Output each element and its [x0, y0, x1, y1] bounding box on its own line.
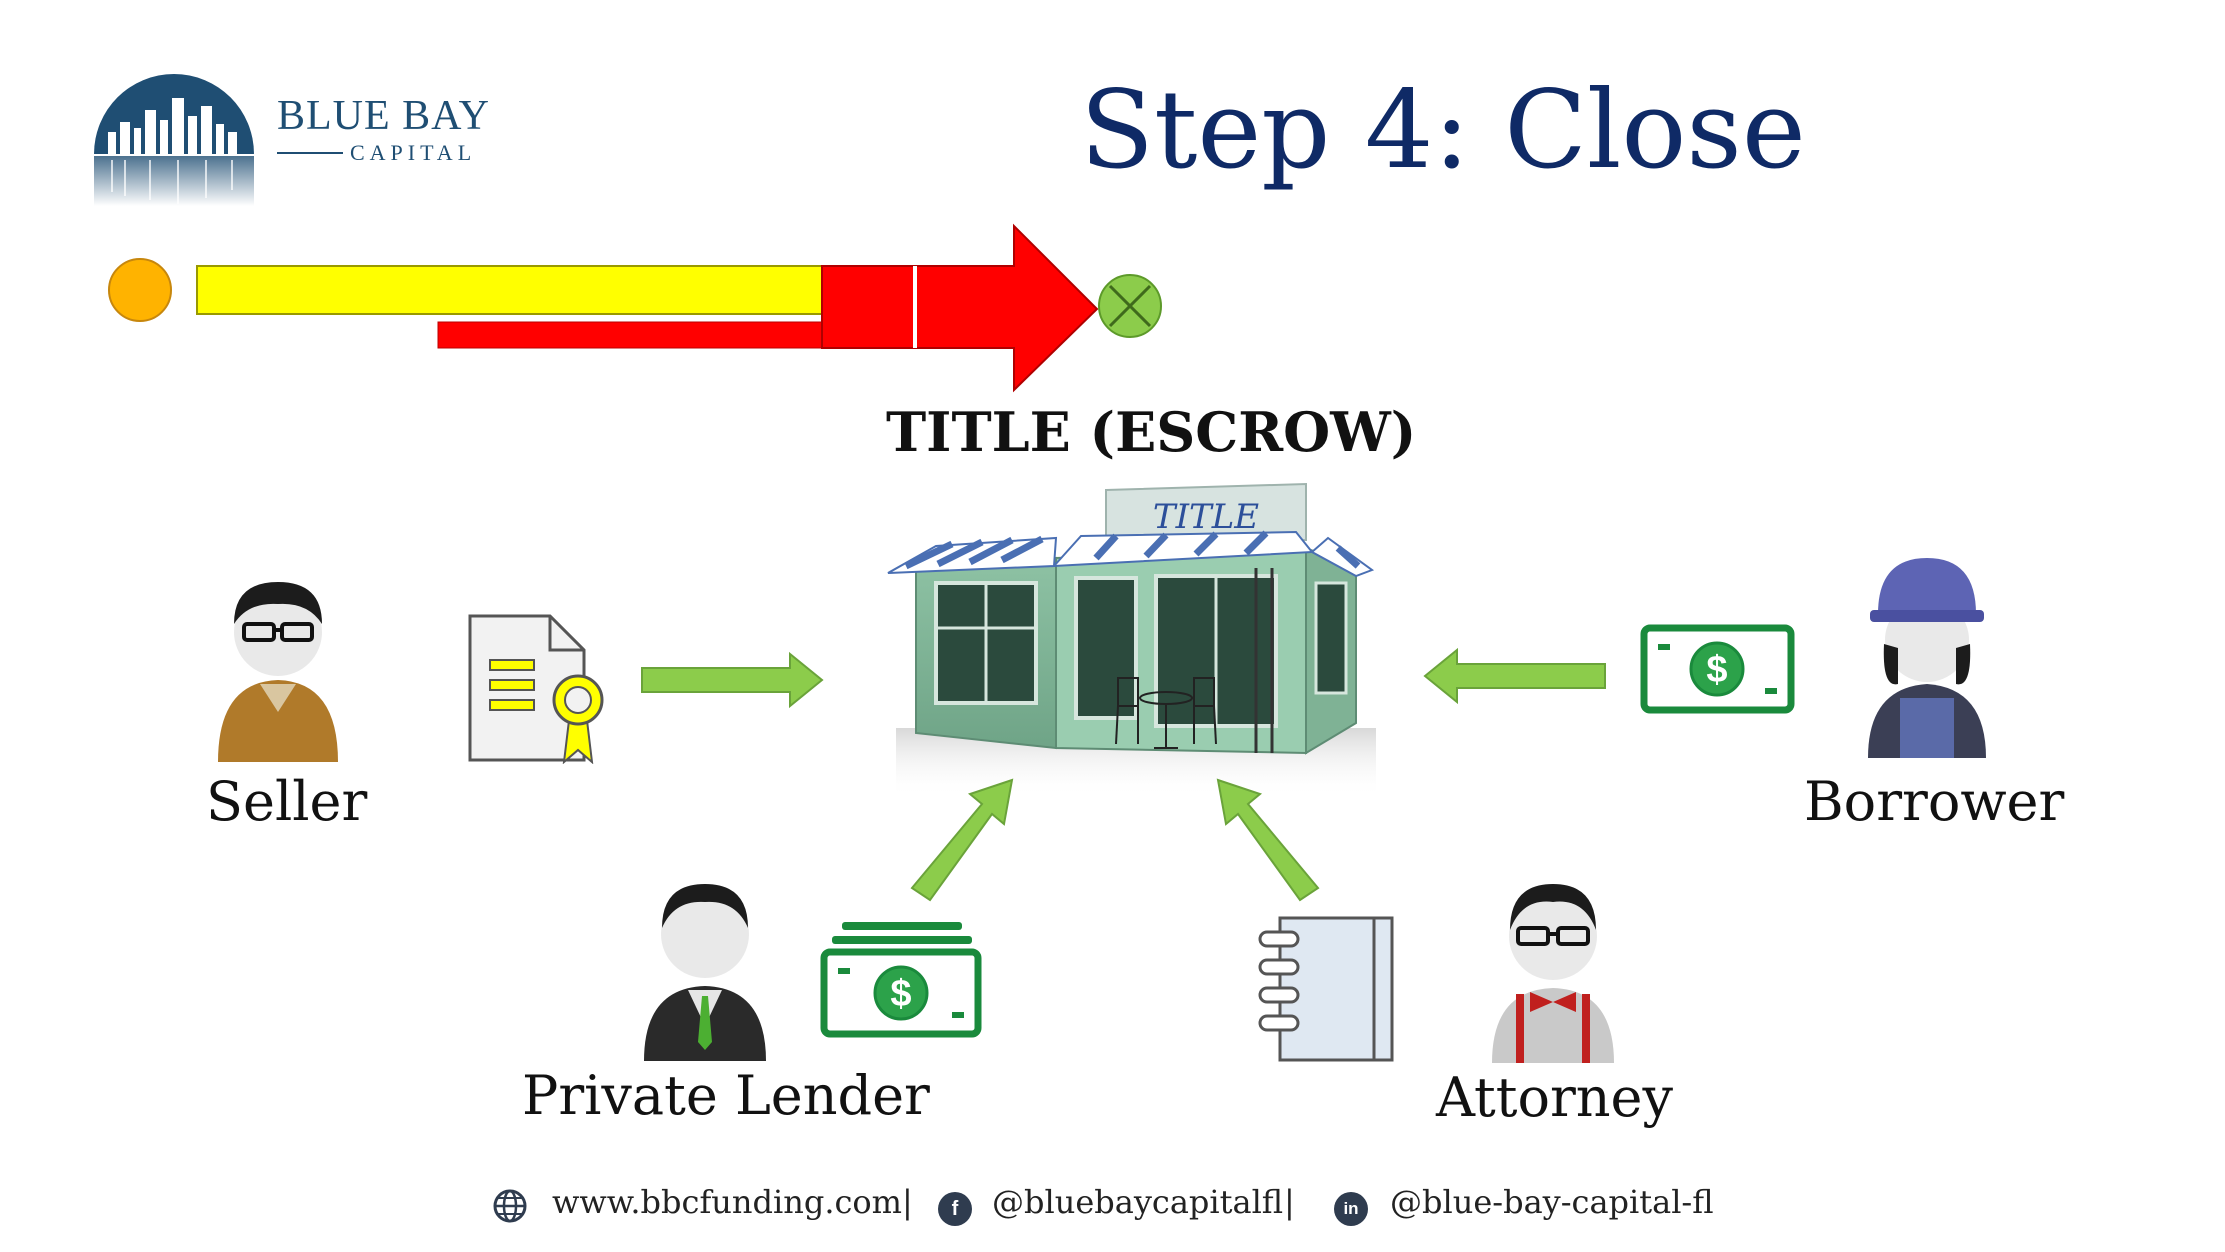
footer-separator: |: [902, 1183, 913, 1221]
center-title: TITLE (ESCROW): [886, 400, 1417, 464]
brand-logo: [92, 62, 256, 217]
facebook-icon[interactable]: f: [938, 1192, 972, 1226]
arrow-lender-to-title: [908, 776, 1028, 904]
progress-bar-yellow: [196, 265, 914, 315]
seller-person-icon: [218, 582, 338, 762]
page-title: Step 4: Close: [1080, 68, 1806, 193]
brand-tagline: CAPITAL: [350, 140, 477, 165]
progress-indicator: [100, 220, 1180, 400]
private-lender-label: Private Lender: [522, 1064, 930, 1127]
svg-text:$: $: [890, 973, 911, 1015]
website-link[interactable]: www.bbcfunding.com: [552, 1183, 903, 1221]
arrow-up-left-icon: [1216, 778, 1320, 902]
globe-icon: [492, 1188, 528, 1224]
seller-avatar: [208, 562, 348, 762]
progress-arrow-icon: [821, 223, 1099, 393]
cash-stack-icon: $: [820, 922, 982, 1038]
title-office-building: TITLE: [876, 478, 1396, 798]
borrower-label: Borrower: [1804, 770, 2065, 833]
facebook-handle-link[interactable]: @bluebaycapitalfl: [992, 1183, 1284, 1221]
arrow-attorney-to-title: [1202, 776, 1322, 904]
linkedin-handle-link[interactable]: @blue-bay-capital-fl: [1390, 1183, 1714, 1221]
private-lender-avatar: [640, 866, 770, 1061]
arrow-right-icon: [641, 651, 824, 709]
end-dot-icon: [1098, 274, 1162, 338]
start-dot-icon: [108, 258, 172, 322]
notebook-icon: [1258, 916, 1394, 1062]
borrower-avatar: [1862, 548, 1992, 758]
brand-divider: [277, 152, 343, 154]
arrow-left-icon: [1423, 647, 1606, 705]
arrow-up-right-icon: [910, 778, 1014, 902]
skyline-logo-icon: [94, 74, 254, 206]
attorney-label: Attorney: [1436, 1066, 1674, 1129]
deed-certificate: [466, 612, 612, 764]
footer-separator-2: |: [1284, 1183, 1295, 1221]
cash-bill-icon: $: [1640, 624, 1795, 714]
borrower-person-icon: [1868, 558, 1986, 758]
attorney-person-icon: [1492, 884, 1614, 1063]
borrower-funds: $: [1640, 624, 1795, 714]
linkedin-icon[interactable]: in: [1334, 1192, 1368, 1226]
svg-text:$: $: [1706, 649, 1727, 691]
private-lender-person-icon: [644, 884, 766, 1061]
attorney-avatar: [1488, 868, 1618, 1063]
certificate-icon: [468, 614, 604, 764]
arrow-borrower-to-title: [1422, 646, 1607, 706]
seller-label: Seller: [206, 770, 368, 833]
brand-name: BLUE BAY: [277, 93, 490, 139]
attorney-documents: [1256, 914, 1396, 1064]
building-sign: TITLE: [1153, 497, 1259, 537]
lender-funds: $: [820, 920, 982, 1038]
arrow-seller-to-title: [640, 650, 825, 710]
